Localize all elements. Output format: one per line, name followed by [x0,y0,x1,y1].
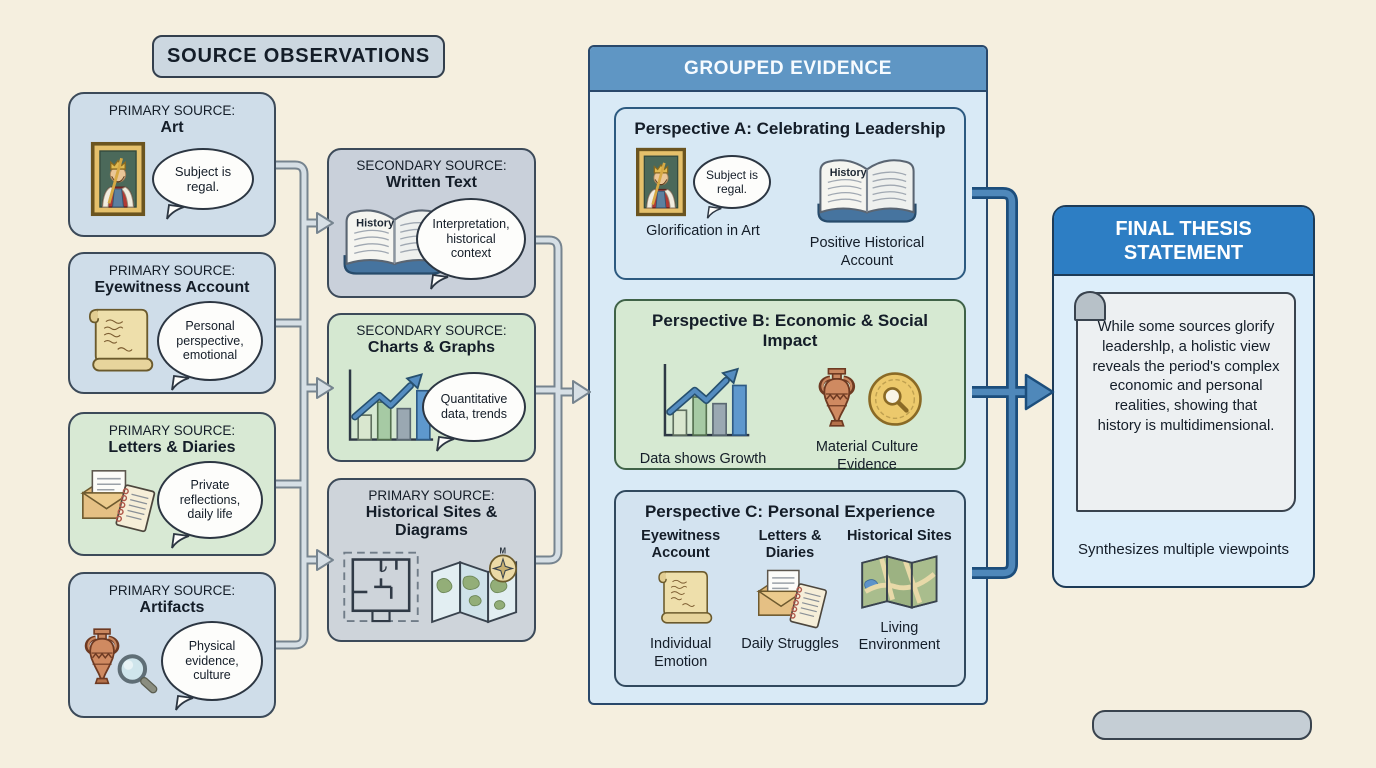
evidence-item: Historical Sites [845,528,954,655]
scroll-icon [88,308,154,372]
evidence-caption: Living Environment [858,619,941,654]
source-title: Charts & Graphs [367,338,496,356]
source-kicker: PRIMARY SOURCE: [108,423,236,438]
evidence-caption: Individual Emotion [650,636,712,671]
scroll-top-curl [1074,291,1106,321]
evidence-caption: Data shows Growth [639,451,767,467]
king-portrait-icon [636,147,686,217]
final-thesis-header: FINAL THESIS STATEMENT [1054,207,1313,276]
bar-chart-arrow-icon [663,363,750,437]
source-title: Eyewitness Account [94,278,250,296]
evidence-item: Data shows Growth [638,359,768,469]
speech-bubble: Interpretation, historical context [416,197,526,290]
coin-magnifier-icon [868,372,922,426]
bubble-tail-icon [171,374,190,391]
compass-label: M [499,547,506,556]
evidence-caption: Daily Struggles [741,636,839,653]
source-kicker: SECONDARY SOURCE: [356,323,507,338]
evidence-caption: Material Culture Evidence [815,439,919,473]
bubble-text: Subject is regal. [705,167,759,196]
world-map-compass-icon: M [430,547,517,624]
bubble-tail-icon [436,435,455,452]
grouped-evidence-panel: GROUPED EVIDENCE Perspective A: Celebrat… [588,45,988,705]
king-portrait-icon [90,141,146,216]
street-map-icon [861,554,938,609]
source-box-charts-graphs: SECONDARY SOURCE: Charts & Graphs Quanti… [327,313,536,462]
bubble-tail-icon [706,206,722,219]
amphora-magnifier-icon [84,628,158,694]
speech-bubble: Private reflections, daily life [157,460,263,549]
evidence-item: Eyewitness Account Individual Emotion [626,528,735,672]
amphora-icon [818,367,856,427]
bubble-tail-icon [175,694,194,711]
thesis-scroll: While some sources glorify leadershlp, a… [1074,291,1296,512]
final-thesis-box: FINAL THESIS STATEMENT While some source… [1052,205,1315,740]
bubble-text: Physical evidence, culture [185,638,239,683]
source-box-artifacts: PRIMARY SOURCE: Artifacts Physical evide… [68,572,276,718]
book-label: History [356,217,395,229]
source-box-letters-diaries: PRIMARY SOURCE: Letters & Diaries Privat… [68,412,276,556]
source-box-historical-sites: PRIMARY SOURCE: Historical Sites & Diagr… [327,478,536,642]
speech-bubble: Quantitative data, trends [422,371,526,452]
grouped-evidence-header: GROUPED EVIDENCE [590,47,986,92]
evidence-item: History Positive Historical Account [787,147,947,270]
source-box-written-text: SECONDARY SOURCE: Written Text History I… [327,148,536,298]
source-title: Letters & Diaries [108,438,236,456]
source-kicker: PRIMARY SOURCE: [108,103,236,118]
speech-bubble: Physical evidence, culture [161,620,263,711]
envelope-notebook-icon [80,469,156,533]
perspective-title: Perspective A: Celebrating Leadership [634,119,946,138]
perspective-title: Perspective B: Economic & Social Impact [652,311,928,350]
bubble-text: Quantitative data, trends [440,392,508,421]
source-title: Artifacts [139,598,205,616]
evidence-item: Subject is regal. Glorification in Art [633,147,773,241]
perspective-b-box: Perspective B: Economic & Social Impact … [614,299,966,473]
scroll-bottom-roll [1092,710,1312,740]
source-title: Art [160,118,184,136]
floor-plan-icon [342,552,419,623]
thesis-text: While some sources glorify leadershlp, a… [1092,319,1280,435]
perspective-a-box: Perspective A: Celebrating Leadership [614,107,966,280]
page-title: SOURCE OBSERVATIONS [152,35,445,78]
bubble-text: Private reflections, daily life [179,477,241,522]
bubble-tail-icon [430,273,449,290]
bubble-text: Interpretation, historical context [432,216,510,261]
source-title: Historical Sites & Diagrams [365,503,498,539]
bubble-tail-icon [166,203,185,220]
perspective-c-box: Perspective C: Personal Experience Eyewi… [614,490,966,687]
open-book-icon: History [817,159,917,223]
envelope-notebook-icon [756,570,827,629]
evidence-caption: Positive Historical Account [809,235,925,269]
blue-arrowhead [1024,373,1055,411]
evidence-caption: Glorification in Art [646,223,760,239]
source-kicker: PRIMARY SOURCE: [108,263,236,278]
speech-bubble: Subject is regal. [152,147,254,220]
bubble-text: Subject is regal. [174,163,232,194]
evidence-item: Material Culture Evidence [792,359,942,474]
speech-bubble: Subject is regal. [693,155,771,219]
scroll-icon [657,571,712,624]
bubble-text: Personal perspective, emotional [176,318,244,363]
source-kicker: PRIMARY SOURCE: [108,583,236,598]
perspective-title: Perspective C: Personal Experience [644,502,936,521]
speech-bubble: Personal perspective, emotional [157,300,263,391]
source-title: Written Text [386,173,477,191]
source-box-eyewitness: PRIMARY SOURCE: Eyewitness Account Perso… [68,252,276,394]
source-kicker: PRIMARY SOURCE: [368,488,495,503]
bubble-tail-icon [171,532,190,549]
book-label: History [830,167,867,179]
evidence-item: Letters & Diaries [735,528,844,654]
evidence-heading: Eyewitness Account [641,528,721,561]
evidence-heading: Letters & Diaries [758,528,822,561]
source-kicker: SECONDARY SOURCE: [356,158,507,173]
thesis-caption: Synthesizes multiple viewpoints [1078,541,1289,558]
evidence-heading: Historical Sites [846,528,952,544]
source-box-art: PRIMARY SOURCE: Art Subject is regal. [68,92,276,237]
